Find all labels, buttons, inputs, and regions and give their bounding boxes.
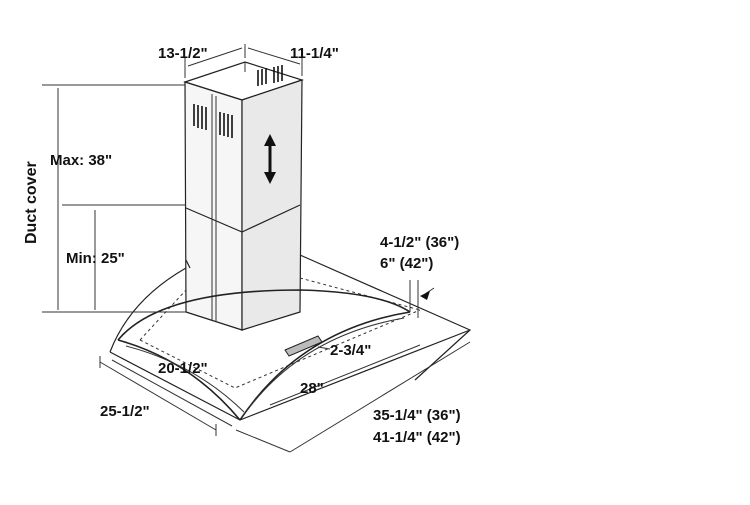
canopy-depth-line bbox=[269, 344, 421, 406]
vent-slots-front bbox=[193, 104, 233, 138]
chimney-top-dimensions bbox=[184, 44, 303, 78]
chimney-width-label: 11-1/4" bbox=[290, 45, 339, 62]
filter-offset-label: 2-3/4" bbox=[330, 342, 371, 359]
filter-offset-leader bbox=[317, 346, 331, 350]
chimney-depth-label: 13-1/2" bbox=[158, 45, 208, 62]
glass-front-curve bbox=[239, 311, 411, 421]
vent-slots-side bbox=[257, 65, 283, 86]
control-panel bbox=[284, 335, 323, 357]
max-height-label: Max: 38" bbox=[50, 152, 112, 169]
duct-cover-chimney bbox=[183, 61, 304, 331]
canopy-depth-label: 28" bbox=[300, 380, 324, 397]
inner-depth-label: 20-1/2" bbox=[158, 360, 208, 377]
canopy-front-bottom-edge bbox=[109, 351, 241, 421]
glass-height-label-42: 6" (42") bbox=[380, 255, 433, 272]
duct-seam-line bbox=[185, 204, 301, 233]
overall-depth-label: 25-1/2" bbox=[100, 403, 150, 420]
width-label-42: 41-1/4" (42") bbox=[373, 429, 461, 446]
min-height-label: Min: 25" bbox=[66, 250, 125, 267]
glass-left-curve bbox=[117, 339, 241, 421]
filter-dashed-outline bbox=[139, 309, 421, 389]
hood-canopy bbox=[109, 254, 472, 421]
overall-width-dimension bbox=[235, 341, 471, 453]
chimney-side-face bbox=[241, 79, 303, 331]
glass-height-dimension bbox=[409, 280, 435, 318]
inner-depth-line bbox=[111, 359, 233, 427]
glass-top-curve bbox=[117, 289, 411, 341]
overall-depth-dimension bbox=[99, 356, 217, 436]
height-adjust-arrow-icon bbox=[264, 134, 276, 184]
width-label-36: 35-1/4" (36") bbox=[373, 407, 461, 424]
glass-height-label-36: 4-1/2" (36") bbox=[380, 234, 459, 251]
duct-cover-label: Duct cover bbox=[23, 161, 40, 244]
canopy-right-bottom-edge bbox=[239, 329, 471, 421]
duct-height-dimensions bbox=[42, 84, 186, 313]
canopy-left-edge bbox=[109, 267, 187, 353]
